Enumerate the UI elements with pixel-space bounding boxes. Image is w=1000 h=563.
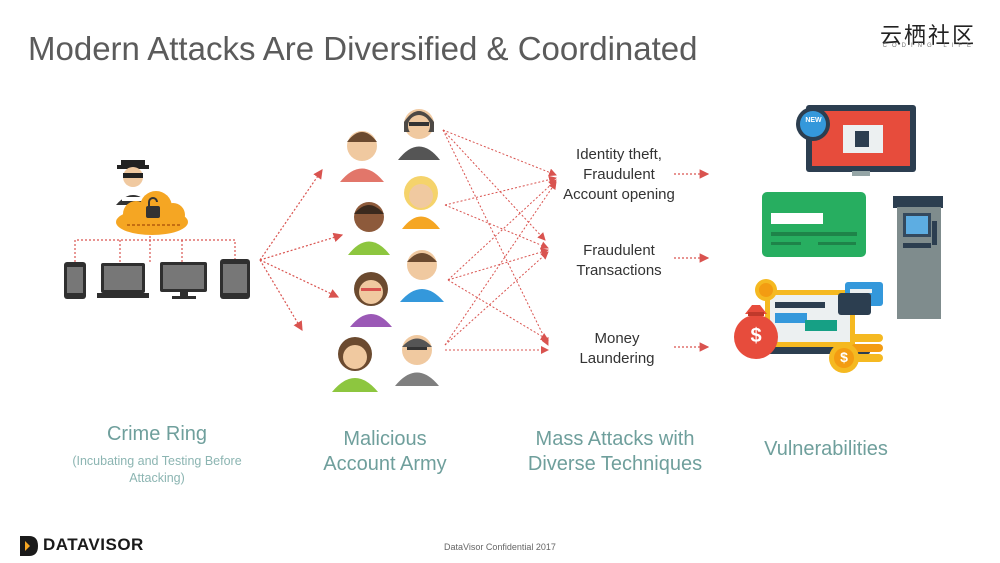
- avatar-6: [400, 250, 444, 302]
- credit-card-icon: [762, 192, 866, 257]
- label-mass-attacks: Mass Attacks with Diverse Techniques: [527, 428, 703, 475]
- technique-money-laundering: Money Laundering: [579, 330, 655, 367]
- crime-ring-links: [74, 236, 236, 262]
- money-bag-icon: [734, 305, 778, 359]
- dollar-sign-icon: $: [750, 325, 762, 347]
- footer-confidential: DataVisor Confidential 2017: [444, 542, 556, 552]
- avatar-7: [332, 337, 378, 392]
- gold-coin-icon: [755, 279, 777, 301]
- technique-identity-theft: Identity theft, Fraudulent Account openi…: [563, 146, 675, 203]
- arrows-ring-to-army: [259, 169, 344, 332]
- new-badge-icon: NEW: [805, 117, 822, 124]
- computer-new-icon: [796, 105, 916, 176]
- avatar-3: [348, 202, 390, 255]
- avatar-8: [395, 335, 439, 386]
- datavisor-brand: DATAVISOR: [43, 535, 144, 554]
- device-monitor-icon: [160, 262, 207, 299]
- arrows-army-to-techniques: [442, 129, 557, 354]
- atm-icon: [893, 196, 943, 319]
- laptop-banking-icon: [750, 290, 870, 354]
- label-crime-ring-sub: (Incubating and Testing Before Attacking…: [72, 454, 242, 485]
- datavisor-logo-mark: [20, 536, 38, 556]
- avatar-4: [402, 176, 440, 229]
- avatar-1: [340, 131, 384, 182]
- avatar-5: [350, 272, 392, 327]
- hacker-icon: [116, 160, 150, 205]
- cloud-lock-icon: [116, 191, 188, 235]
- device-tablet-icon: [220, 259, 250, 299]
- coin-dollar-icon: $: [840, 349, 848, 365]
- label-vulnerabilities: Vulnerabilities: [764, 438, 888, 460]
- small-card-icon: [838, 282, 883, 315]
- arrows-to-vulnerabilities: [674, 169, 710, 352]
- yunqi-logo-subtitle: CODING LIFE: [882, 43, 976, 49]
- avatar-2: [398, 109, 440, 160]
- slide-title: Modern Attacks Are Diversified & Coordin…: [28, 30, 698, 67]
- yunqi-logo: 云栖社区: [879, 24, 976, 49]
- device-phone-icon: [64, 262, 86, 299]
- coin-stack-icon: [829, 334, 883, 373]
- label-crime-ring: Crime Ring: [106, 423, 208, 445]
- label-account-army: Malicious Account Army: [323, 428, 447, 475]
- device-laptop-icon: [97, 263, 149, 298]
- technique-fraudulent-transactions: Fraudulent Transactions: [576, 242, 662, 279]
